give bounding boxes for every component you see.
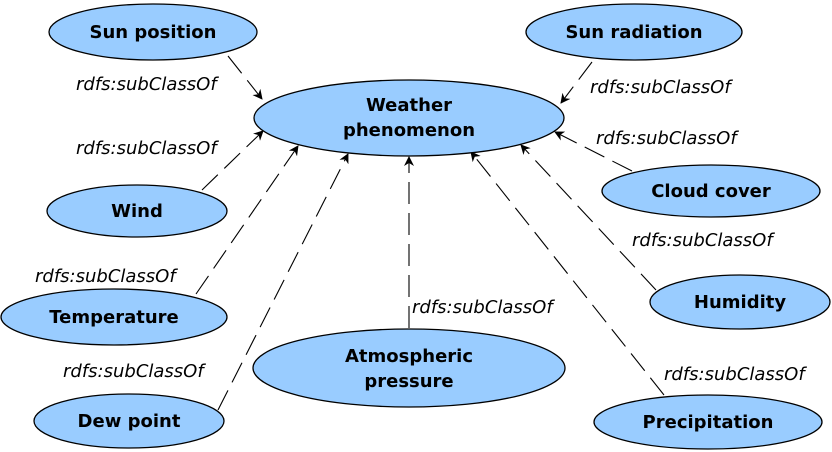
edge-label: rdfs:subClassOf bbox=[76, 74, 219, 95]
node-ellipse bbox=[48, 3, 258, 61]
node-temperature: Temperature bbox=[0, 288, 228, 346]
node-sun-position: Sun position bbox=[48, 3, 258, 61]
node-dew-point: Dew point bbox=[33, 393, 225, 449]
node-label: Temperature bbox=[49, 307, 178, 328]
edge-wind bbox=[201, 130, 264, 191]
node-label: Cloud cover bbox=[651, 181, 771, 202]
node-label: Sun position bbox=[90, 22, 217, 43]
edge-labels: rdfs:subClassOf rdfs:subClassOf rdfs:sub… bbox=[35, 74, 807, 385]
node-label: pressure bbox=[364, 371, 453, 392]
edge-precipitation bbox=[470, 151, 665, 396]
node-label: Humidity bbox=[694, 292, 786, 313]
node-ellipse bbox=[601, 164, 821, 218]
node-precipitation: Precipitation bbox=[593, 394, 823, 450]
edge-label: rdfs:subClassOf bbox=[664, 364, 807, 385]
edge-humidity bbox=[520, 144, 657, 291]
node-label: Dew point bbox=[78, 411, 181, 432]
node-cloud-cover: Cloud cover bbox=[601, 164, 821, 218]
node-ellipse bbox=[649, 274, 831, 330]
node-label: Wind bbox=[111, 201, 163, 222]
edge-sun-position bbox=[227, 55, 263, 100]
edge-sun-radiation bbox=[560, 61, 593, 104]
node-label: Weather bbox=[366, 95, 452, 116]
edge-dew-point bbox=[217, 153, 349, 411]
edge-label: rdfs:subClassOf bbox=[63, 361, 206, 382]
node-ellipse bbox=[525, 3, 743, 61]
node-ellipse bbox=[33, 393, 225, 449]
node-ellipse bbox=[0, 288, 228, 346]
node-humidity: Humidity bbox=[649, 274, 831, 330]
node-atmospheric-pressure: Atmospheric pressure bbox=[252, 328, 566, 408]
node-label: Atmospheric bbox=[345, 346, 473, 367]
node-sun-radiation: Sun radiation bbox=[525, 3, 743, 61]
node-label: Sun radiation bbox=[565, 22, 702, 43]
edge-label: rdfs:subClassOf bbox=[76, 138, 219, 159]
edge-label: rdfs:subClassOf bbox=[590, 77, 733, 98]
node-ellipse bbox=[46, 184, 228, 238]
node-label: phenomenon bbox=[343, 120, 475, 141]
edges bbox=[195, 55, 665, 411]
edge-cloud-cover bbox=[554, 131, 633, 172]
node-label: Precipitation bbox=[643, 412, 774, 433]
node-ellipse bbox=[252, 328, 566, 408]
node-wind: Wind bbox=[46, 184, 228, 238]
edge-label: rdfs:subClassOf bbox=[632, 230, 775, 251]
edge-label: rdfs:subClassOf bbox=[35, 266, 178, 287]
edge-label: rdfs:subClassOf bbox=[412, 297, 555, 318]
node-ellipse bbox=[593, 394, 823, 450]
node-ellipse bbox=[253, 79, 565, 157]
node-weather-phenomenon: Weather phenomenon bbox=[253, 79, 565, 157]
edge-label: rdfs:subClassOf bbox=[596, 128, 739, 149]
